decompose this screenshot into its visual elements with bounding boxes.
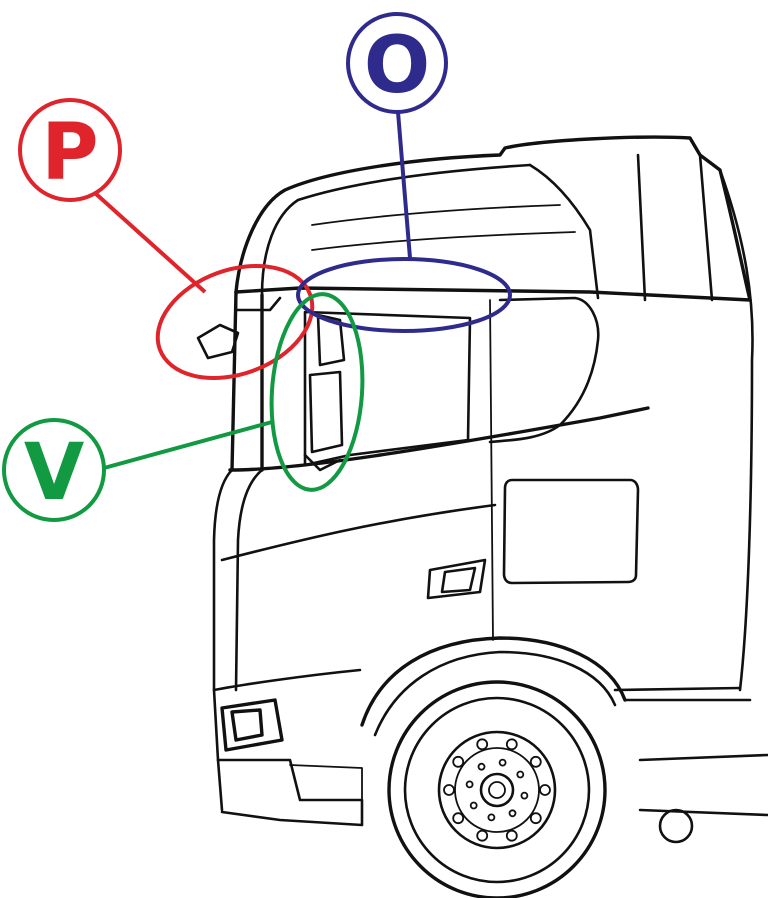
cab-rear-edge — [718, 168, 754, 692]
front-face-edge — [212, 468, 234, 812]
wheel-lug — [476, 829, 489, 842]
side-window-front — [303, 310, 472, 467]
front-mirror — [196, 323, 240, 360]
headlight — [220, 698, 284, 752]
wheel-inner-bolt — [465, 780, 474, 789]
wheel-lug — [452, 755, 465, 768]
callout-v-leader — [103, 420, 273, 470]
front-mirror-mount — [234, 290, 282, 312]
roof-front-edge — [528, 163, 600, 300]
wheel-lug — [505, 738, 518, 751]
callout-p-badge — [18, 98, 122, 202]
callout-p: P — [18, 98, 315, 381]
wheel-lug — [529, 755, 542, 768]
roof-panel-line-2 — [311, 231, 576, 251]
callout-v-highlight-ellipse — [269, 292, 365, 492]
wheel-lug — [539, 784, 551, 796]
front-face-edge-2 — [234, 468, 264, 692]
door-lower-belt — [228, 406, 650, 472]
grille-top — [212, 668, 362, 692]
chassis-rail — [638, 753, 768, 817]
wheel-inner-bolt — [487, 813, 496, 822]
callout-o-letter: O — [364, 21, 430, 111]
door-handle — [426, 558, 487, 600]
cab-sill — [613, 686, 752, 702]
hub-cap — [479, 772, 515, 808]
callout-o-badge — [346, 12, 448, 114]
hub-center — [488, 781, 506, 799]
callout-v: V — [2, 292, 365, 522]
front-wheel — [387, 680, 607, 898]
callout-v-badge — [2, 418, 106, 522]
wheel-inner-bolt — [516, 770, 525, 779]
callout-p-highlight-ellipse — [155, 263, 315, 381]
tire-outer — [387, 680, 607, 898]
wheel-inner-bolt — [498, 758, 507, 767]
wheel-inner-bolt — [508, 809, 517, 818]
mirror-body — [308, 370, 344, 454]
wheel-bolts — [443, 738, 551, 842]
wheel-lug — [505, 829, 518, 842]
roof-visor-edge — [260, 163, 532, 297]
cab-rear-top — [636, 153, 714, 302]
tire-inner — [403, 696, 591, 884]
callout-p-leader — [93, 191, 207, 294]
a-pillar — [230, 290, 264, 472]
callout-p-letter: P — [41, 108, 98, 198]
callout-o-highlight-ellipse — [296, 257, 512, 333]
wheel-lug — [476, 738, 489, 751]
side-panel-box — [502, 478, 640, 585]
side-window-rear — [488, 296, 600, 444]
fender-arch-inner — [373, 650, 617, 737]
wheel-inner-bolt — [477, 762, 486, 771]
bumper-step — [289, 764, 363, 801]
chassis-bolt — [658, 808, 694, 844]
callout-o-leader — [396, 111, 412, 259]
window-top-beam — [234, 286, 752, 302]
callout-o: O — [296, 12, 512, 333]
fender-arch — [360, 636, 627, 727]
mirror-arm — [303, 313, 346, 472]
truck-cab-drawing — [196, 135, 768, 898]
wheel-inner-bolt — [469, 801, 478, 810]
wheel-lug — [443, 784, 455, 796]
rim — [437, 730, 557, 850]
roof-panel-line-1 — [311, 204, 561, 226]
wheel-lug — [529, 812, 542, 825]
door-seam — [489, 299, 494, 641]
cab-roof-outline — [234, 135, 752, 302]
callout-v-letter: V — [24, 428, 84, 518]
hub-ring — [454, 747, 540, 833]
bumper — [216, 758, 364, 827]
wheel-lug — [452, 812, 465, 825]
door-crease — [220, 503, 497, 562]
wheel-inner-bolt — [520, 791, 529, 800]
